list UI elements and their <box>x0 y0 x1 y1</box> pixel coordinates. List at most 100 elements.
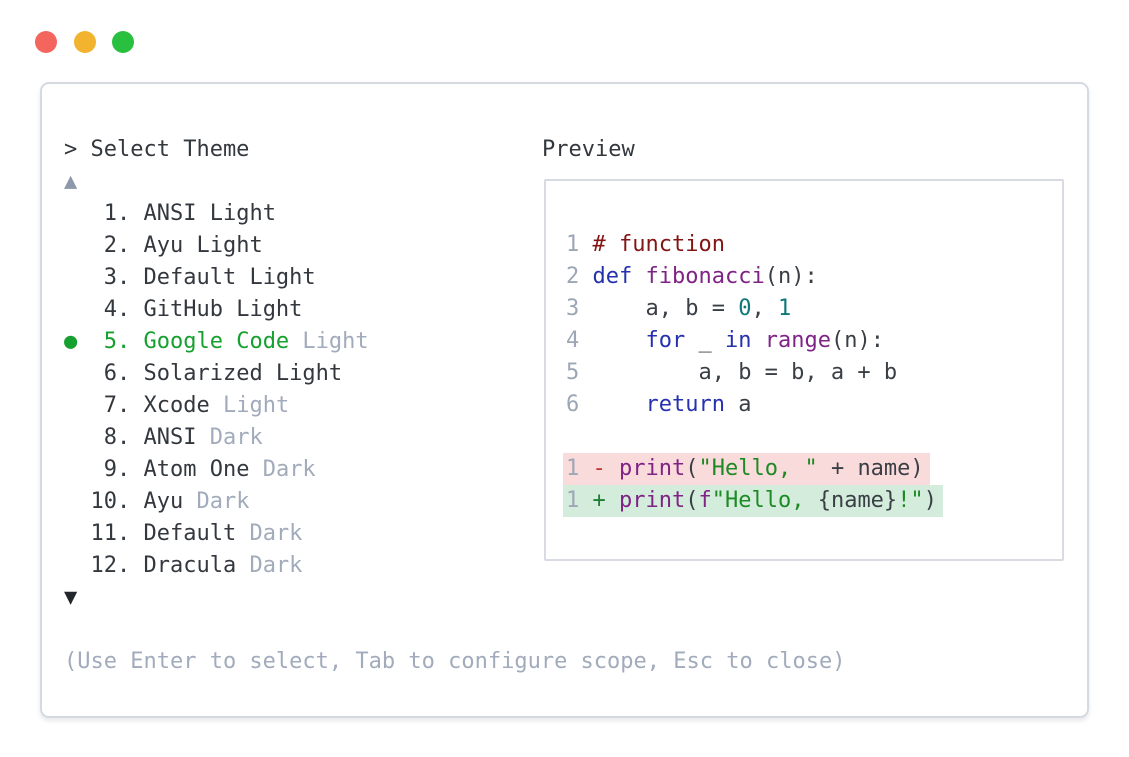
line-number: 3 <box>566 296 593 321</box>
theme-item-name: Google Code <box>143 329 290 354</box>
theme-item-solarized-light[interactable]: 6. Solarized Light <box>64 358 342 390</box>
theme-item-number: 4. <box>90 297 144 322</box>
theme-item-name: ANSI Light <box>143 201 276 226</box>
line-number: 1 <box>566 488 593 513</box>
diff-line-del: 1 - print("Hello, " + name) <box>563 453 930 485</box>
token-pln: (n): <box>830 328 884 353</box>
preview-title: Preview <box>542 137 635 162</box>
theme-item-name: Xcode <box>143 393 210 418</box>
keyboard-hint: (Use Enter to select, Tab to configure s… <box>64 649 846 674</box>
token-del: - <box>592 456 619 481</box>
token-pln: {name} <box>817 488 898 513</box>
close-button[interactable] <box>35 31 57 53</box>
token-str: !" <box>897 488 924 513</box>
line-number: 6 <box>566 392 593 417</box>
theme-item-number: 12. <box>90 553 144 578</box>
theme-item-google-code[interactable]: ● 5. Google Code Light <box>64 326 369 358</box>
theme-item-name: Solarized Light <box>143 361 343 386</box>
theme-item-number: 11. <box>90 521 144 546</box>
code-line: 3 a, b = 0, 1 <box>566 293 791 325</box>
maximize-button[interactable] <box>112 31 134 53</box>
theme-item-number: 1. <box>90 201 144 226</box>
marker-spacer <box>64 361 91 386</box>
marker-spacer <box>64 233 91 258</box>
theme-item-number: 7. <box>90 393 144 418</box>
theme-item-number: 8. <box>90 425 144 450</box>
code-line-content: 1 - print("Hello, " + name) <box>563 453 930 485</box>
theme-item-variant: Dark <box>236 521 303 546</box>
code-line-content: 1 # function <box>566 229 725 261</box>
theme-item-xcode[interactable]: 7. Xcode Light <box>64 390 289 422</box>
theme-item-variant: Dark <box>236 553 303 578</box>
code-line-content: 5 a, b = b, a + b <box>566 357 897 389</box>
theme-item-ayu[interactable]: 10. Ayu Dark <box>64 486 250 518</box>
token-typ: print <box>619 456 686 481</box>
theme-selector-window: > Select Theme ▲ 1. ANSI Light 2. Ayu Li… <box>40 82 1089 718</box>
token-pln <box>593 328 646 353</box>
token-typ: range <box>764 328 831 353</box>
token-pln: ( <box>685 456 699 481</box>
theme-item-number: 2. <box>90 233 144 258</box>
minimize-button[interactable] <box>74 31 96 53</box>
token-add: + <box>592 488 619 513</box>
token-pln: + name) <box>817 456 924 481</box>
theme-item-name: Ayu <box>143 489 184 514</box>
marker-spacer <box>64 489 91 514</box>
line-number: 2 <box>566 264 593 289</box>
code-line-content: 4 for _ in range(n): <box>566 325 884 357</box>
theme-item-name: GitHub Light <box>143 297 303 322</box>
token-typ: fibonacci <box>645 264 765 289</box>
token-str: "Hello, <box>711 488 818 513</box>
theme-item-number: 3. <box>90 265 144 290</box>
token-pln: ( <box>685 488 699 513</box>
line-number: 1 <box>566 232 593 257</box>
token-typ: print <box>619 488 686 513</box>
token-kwd: return <box>645 392 725 417</box>
token-lit: 1 <box>777 296 792 321</box>
theme-item-ayu-light[interactable]: 2. Ayu Light <box>64 230 263 262</box>
token-pln: , <box>751 296 778 321</box>
scroll-down-icon[interactable]: ▼ <box>64 585 78 610</box>
token-kwd: for <box>645 328 686 353</box>
theme-item-default-light[interactable]: 3. Default Light <box>64 262 316 294</box>
theme-item-name: Atom One <box>143 457 250 482</box>
code-line-content: 1 + print(f"Hello, {name}!") <box>563 485 943 517</box>
token-pln: (n): <box>764 264 818 289</box>
marker-spacer <box>64 201 91 226</box>
marker-spacer <box>64 265 91 290</box>
select-theme-prompt: > Select Theme <box>64 137 250 162</box>
code-line-content: 6 return a <box>566 389 751 421</box>
token-pln <box>632 264 645 289</box>
selected-marker-icon: ● <box>64 329 91 354</box>
theme-item-github-light[interactable]: 4. GitHub Light <box>64 294 303 326</box>
theme-item-number: 5. <box>90 329 144 354</box>
scroll-up-icon[interactable]: ▲ <box>64 169 78 194</box>
token-kwd: in <box>724 328 752 353</box>
theme-item-number: 10. <box>90 489 144 514</box>
theme-item-dracula[interactable]: 12. Dracula Dark <box>64 550 303 582</box>
marker-spacer <box>64 521 91 546</box>
code-line-content: 3 a, b = 0, 1 <box>566 293 791 325</box>
code-line: 1 # function <box>566 229 725 261</box>
marker-spacer <box>64 457 91 482</box>
theme-item-name: Default Light <box>143 265 316 290</box>
theme-item-number: 9. <box>90 457 144 482</box>
token-pln: ) <box>923 488 937 513</box>
code-line: 6 return a <box>566 389 751 421</box>
marker-spacer <box>64 297 91 322</box>
theme-item-default[interactable]: 11. Default Dark <box>64 518 303 550</box>
theme-item-variant: Dark <box>196 425 263 450</box>
theme-item-ansi-light[interactable]: 1. ANSI Light <box>64 198 276 230</box>
theme-item-ansi[interactable]: 8. ANSI Dark <box>64 422 263 454</box>
theme-item-atom-one[interactable]: 9. Atom One Dark <box>64 454 316 486</box>
diff-line-add: 1 + print(f"Hello, {name}!") <box>563 485 943 517</box>
token-typ: f <box>698 488 712 513</box>
theme-item-variant: Dark <box>249 457 316 482</box>
line-number: 4 <box>566 328 593 353</box>
theme-item-variant: Dark <box>183 489 250 514</box>
token-pln: a <box>724 392 752 417</box>
marker-spacer <box>64 393 91 418</box>
code-line: 5 a, b = b, a + b <box>566 357 897 389</box>
token-com: # function <box>592 232 725 257</box>
marker-spacer <box>64 425 91 450</box>
